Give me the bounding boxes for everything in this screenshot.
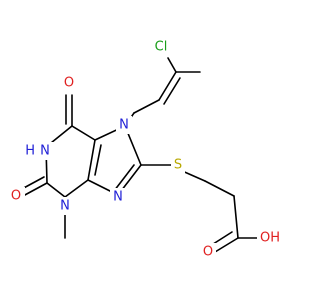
bond-c-o-double-a <box>214 237 239 253</box>
bond-c5-c6 <box>71 125 96 141</box>
atom-h1: H <box>25 144 35 159</box>
bond-cl-c <box>167 57 177 73</box>
atom-o6: O <box>64 76 74 91</box>
bond-c2-n3 <box>46 182 66 198</box>
bond-c4-c5 <box>87 139 96 181</box>
bond-ch-ch2 <box>133 99 160 114</box>
atom-o2: O <box>11 189 21 204</box>
atom-n3: N <box>60 199 70 214</box>
bond-c2-o2 <box>22 182 48 197</box>
atom-cl: Cl <box>155 40 168 55</box>
atom-o-carbonyl: O <box>203 245 213 260</box>
bond-c4-c5-double <box>94 144 102 176</box>
molecule-structure: Cl N O N H S O N N O OH <box>7 38 283 261</box>
atom-oh: OH <box>260 231 280 246</box>
atom-s: S <box>174 158 182 173</box>
atom-n7: N <box>119 118 129 133</box>
bond-ch2-ch2 <box>204 180 235 197</box>
bond-n3-c4 <box>64 179 89 198</box>
bond-ch2-cooh <box>233 195 239 239</box>
bond-c-c-double-a <box>158 71 177 101</box>
bond-c8-n9-double <box>113 164 135 192</box>
atom-n1: N <box>40 144 50 159</box>
atom-label-layer: Cl N O N H S O N N O OH <box>7 38 283 261</box>
atom-n9: N <box>113 190 123 205</box>
bond-c-c-double-b <box>163 77 181 105</box>
